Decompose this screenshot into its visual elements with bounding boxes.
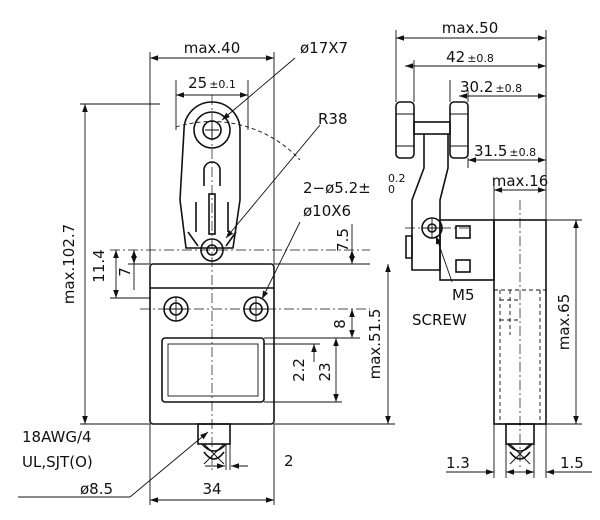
dim-1-3: 1.3 — [446, 454, 470, 472]
roller-hole-width: 25±0.1 — [188, 74, 236, 92]
side-max-width: max.50 — [442, 19, 499, 37]
side-roller-left-icon — [395, 101, 415, 159]
front-max-width: max.40 — [184, 39, 241, 57]
mounting-holes-tol-upper: 0.2 — [388, 172, 406, 185]
side-max-height: max.65 — [555, 294, 573, 351]
side-axle — [413, 121, 451, 135]
lever-arm — [179, 101, 241, 249]
cable-line-1: 18AWG/4 — [22, 428, 92, 446]
dim-23: 23 — [316, 362, 334, 381]
boss-size: ø10X6 — [303, 202, 351, 220]
screw-line-2: SCREW — [412, 311, 467, 329]
front-view — [110, 95, 370, 470]
dim-30-2: 30.2±0.8 — [460, 78, 522, 96]
lever-neck — [187, 202, 237, 247]
roller-size: ø17X7 — [300, 39, 348, 57]
cable-end-icon — [201, 443, 227, 465]
dim-7: 7 — [116, 267, 134, 277]
dim-7-5: 7.5 — [334, 228, 352, 252]
side-max-depth: max.16 — [492, 172, 549, 190]
lever-radius: R38 — [318, 110, 348, 128]
front-dimensions: max.40 25±0.1 ø17X7 R38 2−ø5.2± 0.2 0 ø1… — [18, 39, 406, 505]
dim-1-5: 1.5 — [560, 454, 584, 472]
side-lever-foot — [405, 235, 413, 259]
cable-spec: 18AWG/4 UL,SJT(O) ø8.5 — [22, 428, 113, 498]
front-max-height: max.102.7 — [60, 224, 78, 304]
body-window-inner — [167, 343, 259, 397]
dim-42: 42±0.8 — [446, 48, 494, 66]
cable-line-2: UL,SJT(O) — [22, 453, 93, 471]
mounting-holes-callout: 2−ø5.2± — [303, 179, 371, 197]
dim-max-51-5: max.51.5 — [366, 309, 384, 380]
cable-line-3: ø8.5 — [80, 480, 113, 498]
dim-11-4: 11.4 — [90, 249, 108, 282]
side-view — [395, 101, 547, 470]
body-window — [161, 337, 265, 403]
mounting-holes-tol-lower: 0 — [388, 183, 395, 196]
dim-8: 8 — [331, 319, 349, 329]
dim-2: 2 — [284, 452, 294, 470]
side-lever-arm — [411, 134, 449, 271]
lever-swing-arc — [175, 121, 301, 161]
dim-31-5: 31.5±0.8 — [474, 142, 536, 160]
side-roller-right-icon — [449, 101, 469, 159]
screw-line-1: M5 — [452, 286, 475, 304]
dim-34: 34 — [202, 480, 221, 498]
dim-2-2: 2.2 — [290, 358, 308, 382]
side-dimensions: max.50 42±0.8 30.2±0.8 31.5±0.8 max.16 M… — [395, 19, 592, 478]
cable-gland — [197, 423, 231, 445]
